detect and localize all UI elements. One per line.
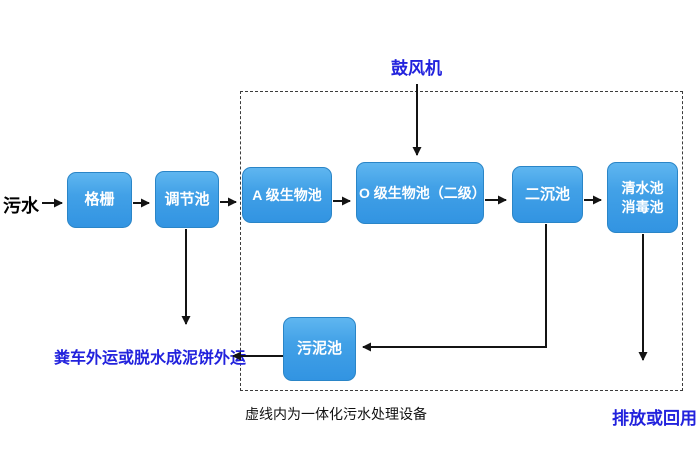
node-secondary-sedimentation-tank-label: 二沉池 — [524, 185, 570, 203]
node-o-level-bio-tank-label: O 级生物池（二级） — [359, 184, 486, 201]
blower-label: 鼓风机 — [391, 59, 442, 78]
node-regulating-tank-label: 调节池 — [164, 190, 210, 208]
node-grille: 格栅 — [67, 172, 132, 228]
node-o-level-bio-tank: O 级生物池（二级） — [356, 162, 486, 224]
dashed-boundary-note: 虚线内为一体化污水处理设备 — [245, 406, 427, 422]
node-a-level-bio-tank-label: A 级生物池 — [252, 186, 322, 203]
node-clear-water-label: 清水池 — [621, 180, 664, 197]
node-clear-water-disinfection-tank: 清水池 消毒池 — [607, 162, 678, 233]
sludge-disposal-label: 粪车外运或脱水成泥饼外运 — [54, 350, 247, 367]
node-grille-label: 格栅 — [84, 191, 115, 209]
node-disinfection-label: 消毒池 — [621, 198, 664, 215]
node-sludge-tank-label: 污泥池 — [296, 340, 342, 358]
node-a-level-bio-tank: A 级生物池 — [242, 167, 332, 223]
node-regulating-tank: 调节池 — [155, 171, 219, 228]
node-sludge-tank: 污泥池 — [283, 317, 356, 381]
integrated-equipment-boundary — [240, 91, 683, 391]
node-secondary-sedimentation-tank: 二沉池 — [512, 166, 583, 223]
discharge-reuse-label: 排放或回用 — [612, 409, 697, 428]
influent-label: 污水 — [3, 196, 39, 216]
